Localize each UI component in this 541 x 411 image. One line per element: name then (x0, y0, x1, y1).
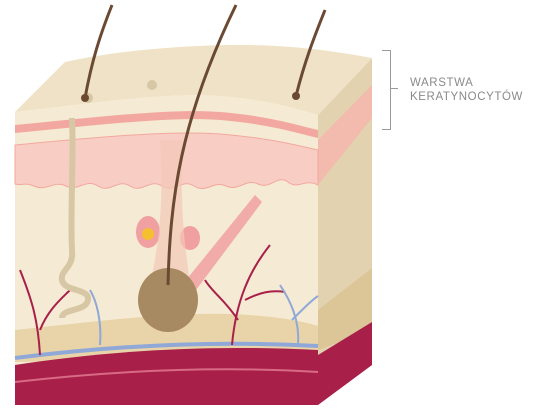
layer-label-line2: KERATYNOCYTÓW (410, 90, 523, 104)
hair-root (81, 94, 89, 102)
layer-bracket (382, 50, 391, 130)
layer-bracket-tick (390, 88, 398, 89)
top-dot (147, 80, 157, 90)
hair-root (292, 92, 300, 100)
layer-label: WARSTWA KERATYNOCYTÓW (410, 76, 523, 104)
gland-core (142, 228, 154, 240)
layer-label-line1: WARSTWA (410, 76, 523, 90)
